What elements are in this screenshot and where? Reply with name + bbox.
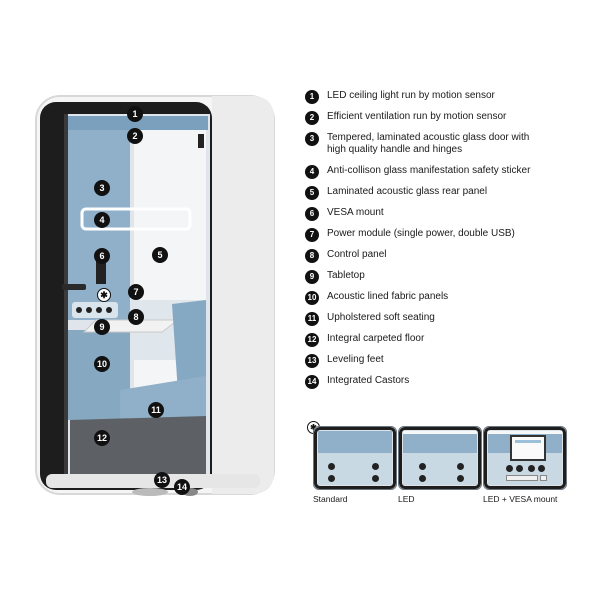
legend-item-1: 1 LED ceiling light run by motion sensor [305, 90, 595, 104]
legend-text: Anti-collison glass manifestation safety… [327, 165, 531, 176]
legend-item-2: 2 Efficient ventilation run by motion sen… [305, 111, 595, 125]
legend-text: Control panel [327, 249, 387, 260]
legend-number: 12 [305, 333, 319, 347]
callout-14: 14 [174, 479, 190, 495]
legend-item-4: 4 Anti-collison glass manifestation safet… [305, 165, 595, 179]
legend-text: Integrated Castors [327, 375, 410, 386]
legend-number: 1 [305, 90, 319, 104]
legend-text: Efficient ventilation run by motion sens… [327, 111, 507, 122]
legend-number: 2 [305, 111, 319, 125]
variant-label: LED + VESA mount [483, 494, 558, 504]
variant-standard: Standard [313, 426, 397, 504]
booth-side-panel [212, 96, 274, 494]
callout-13: 13 [154, 472, 170, 488]
variant-led-vesa: LED + VESA mount [483, 426, 567, 504]
legend-item-3: 3 Tempered, laminated acoustic glass door… [305, 132, 532, 156]
socket-1 [76, 307, 82, 313]
legend-text: Leveling feet [327, 354, 384, 365]
legend-item-6: 6 VESA mount [305, 207, 595, 221]
booth-base [46, 474, 260, 488]
legend-item-13: 13 Leveling feet [305, 354, 595, 368]
callout-1: 1 [127, 106, 143, 122]
legend-text: Upholstered soft seating [327, 312, 435, 323]
power-module [72, 302, 118, 318]
glass-manifestation-sticker [80, 207, 192, 231]
callout-3: 3 [94, 180, 110, 196]
legend-number: 5 [305, 186, 319, 200]
legend-text: LED ceiling light run by motion sensor [327, 90, 495, 101]
callout-6: 6 [94, 248, 110, 264]
variant-standard-image [313, 426, 397, 490]
legend-text: Laminated acoustic glass rear panel [327, 186, 488, 197]
legend-item-8: 8 Control panel [305, 249, 595, 263]
door-handle [62, 284, 86, 290]
legend-number: 3 [305, 132, 319, 146]
legend-number: 9 [305, 270, 319, 284]
legend-number: 10 [305, 291, 319, 305]
callout-7: 7 [128, 284, 144, 300]
legend-text: Power module (single power, double USB) [327, 228, 515, 239]
variant-led-image [398, 426, 482, 490]
callout-12: 12 [94, 430, 110, 446]
fabric-panel-lower [68, 330, 130, 420]
legend-text: Integral carpeted floor [327, 333, 425, 344]
legend-number: 7 [305, 228, 319, 242]
legend-number: 14 [305, 375, 319, 389]
camera-asterisk-icon: ✱ [97, 288, 111, 302]
callout-4: 4 [94, 212, 110, 228]
legend-text: Acoustic lined fabric panels [327, 291, 449, 302]
variant-led-vesa-image [483, 426, 567, 490]
phone-booth-illustration [35, 95, 275, 496]
socket-4 [106, 307, 112, 313]
legend-text: Tempered, laminated acoustic glass door … [327, 132, 530, 155]
legend-text: Tabletop [327, 270, 365, 281]
legend-item-7: 7 Power module (single power, double USB) [305, 228, 595, 242]
variant-label: LED [398, 494, 415, 504]
callout-2: 2 [127, 128, 143, 144]
leveling-foot [132, 488, 168, 496]
legend-text: VESA mount [327, 207, 384, 218]
vesa-mount [96, 252, 106, 284]
legend-item-5: 5 Laminated acoustic glass rear panel [305, 186, 595, 200]
legend-item-12: 12 Integral carpeted floor [305, 333, 595, 347]
callout-10: 10 [94, 356, 110, 372]
callout-8: 8 [128, 309, 144, 325]
legend-item-14: 14 Integrated Castors [305, 375, 595, 389]
carpeted-floor [70, 416, 206, 478]
legend-item-9: 9 Tabletop [305, 270, 595, 284]
variant-label: Standard [313, 494, 348, 504]
door-glass-edge [64, 114, 68, 478]
legend-number: 13 [305, 354, 319, 368]
legend-number: 4 [305, 165, 319, 179]
socket-2 [86, 307, 92, 313]
callout-9: 9 [94, 319, 110, 335]
legend-number: 11 [305, 312, 319, 326]
door-hinge [198, 134, 204, 148]
variant-led: LED [398, 426, 482, 504]
callout-11: 11 [148, 402, 164, 418]
legend-item-11: 11 Upholstered soft seating [305, 312, 595, 326]
socket-3 [96, 307, 102, 313]
legend-item-10: 10 Acoustic lined fabric panels [305, 291, 595, 305]
callout-5: 5 [152, 247, 168, 263]
ceiling-light [66, 116, 208, 130]
legend-number: 8 [305, 249, 319, 263]
legend-number: 6 [305, 207, 319, 221]
